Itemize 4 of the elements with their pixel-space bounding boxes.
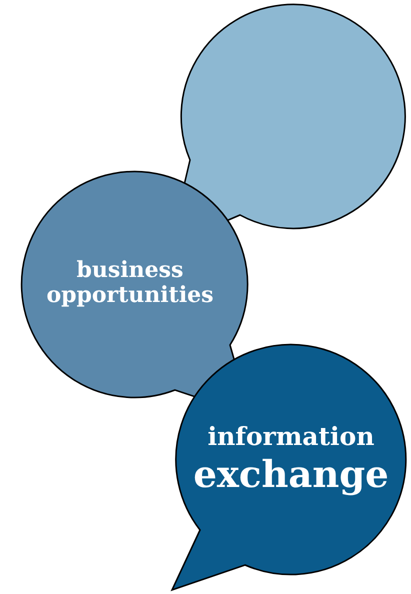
speech-bubble	[168, 343, 408, 593]
bubble-text: information	[206, 423, 376, 452]
bubble-text: business opportunities	[45, 258, 215, 309]
bubble-text: exchange	[192, 453, 390, 496]
